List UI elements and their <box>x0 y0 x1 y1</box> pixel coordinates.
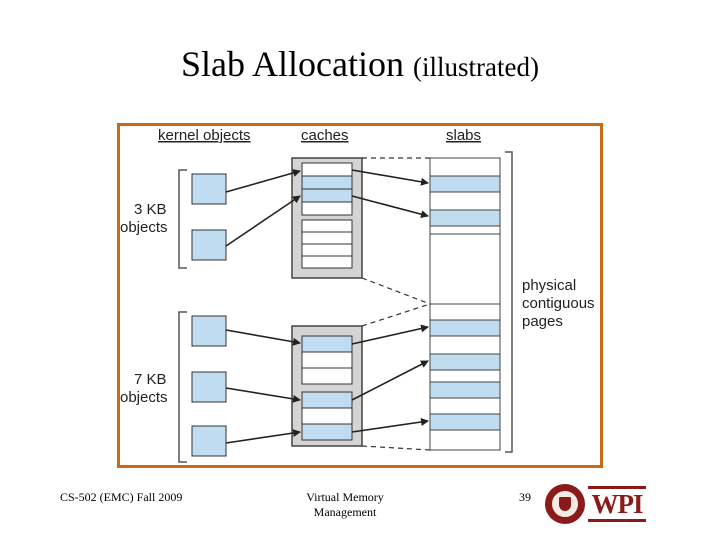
cache-slot <box>301 351 353 369</box>
arrow <box>225 387 301 403</box>
slab-page <box>429 319 501 337</box>
arrow <box>351 169 429 186</box>
label-3kb: 3 KB <box>134 201 167 218</box>
cache-3kb <box>291 157 363 279</box>
slab-page <box>429 175 501 193</box>
kernel-object-7kb <box>191 371 227 403</box>
slab-page <box>429 335 501 355</box>
dashed-mapping-lines <box>361 157 431 451</box>
label-7kb-objects: objects <box>120 389 168 406</box>
arrow <box>225 429 301 444</box>
cache-slot <box>301 335 353 353</box>
cache-slot <box>301 231 353 245</box>
bracket-3kb <box>178 169 187 269</box>
slab-page <box>429 225 501 235</box>
slab-diagram-svg: kernel objects caches slabs 3 KB objects… <box>120 127 595 463</box>
arrow <box>225 169 301 193</box>
arrow <box>351 360 429 401</box>
kernel-object-7kb <box>191 425 227 457</box>
label-physical: physical <box>522 277 576 294</box>
footer-topic: Virtual Memory Management <box>285 490 405 520</box>
slide-title-main: Slab Allocation <box>181 44 404 84</box>
dashed-line <box>361 277 431 305</box>
kernel-object-3kb <box>191 173 227 205</box>
arrow <box>351 418 429 433</box>
university-seal-icon <box>545 484 585 524</box>
label-7kb: 7 KB <box>134 371 167 388</box>
arrow <box>351 195 429 219</box>
cache-slot <box>301 255 353 269</box>
slab-page <box>429 209 501 227</box>
wpi-logo: WPI <box>588 486 646 522</box>
footer-topic-line1: Virtual Memory <box>306 490 384 504</box>
slabs-column <box>429 157 501 451</box>
slab-page <box>429 397 501 415</box>
cache-slot <box>301 201 353 216</box>
bracket-pages <box>505 151 513 453</box>
cache-slot <box>301 188 353 203</box>
dashed-line <box>361 445 431 451</box>
slab-page <box>429 429 501 451</box>
page-number: 39 <box>519 490 531 504</box>
dashed-line <box>361 303 431 327</box>
object-to-cache-arrows <box>225 169 301 444</box>
slide-title: Slab Allocation (illustrated) <box>0 42 720 89</box>
arrow <box>225 329 301 346</box>
slab-page <box>429 303 501 321</box>
slab-page <box>429 413 501 431</box>
cache-to-slab-arrows <box>351 169 429 433</box>
footer-course: CS-502 (EMC) Fall 2009 <box>60 490 183 504</box>
label-pages: pages <box>522 313 563 330</box>
slab-page <box>429 157 501 177</box>
cache-slot <box>301 407 353 425</box>
label-3kb-objects: objects <box>120 219 168 236</box>
header-slabs: slabs <box>446 127 481 144</box>
header-caches: caches <box>301 127 349 144</box>
cache-slot <box>301 219 353 233</box>
bracket-7kb <box>178 311 187 463</box>
arrow <box>225 195 301 247</box>
slab-page <box>429 381 501 399</box>
header-kernel-objects: kernel objects <box>158 127 251 144</box>
cache-7kb <box>291 325 363 447</box>
slab-diagram: kernel objects caches slabs 3 KB objects… <box>117 123 603 468</box>
cache-slot <box>301 162 353 177</box>
cache-slot <box>301 175 353 190</box>
slab-page <box>429 233 501 305</box>
kernel-object-7kb <box>191 315 227 347</box>
label-contiguous: contiguous <box>522 295 595 312</box>
slab-page <box>429 353 501 371</box>
cache-slot <box>301 391 353 409</box>
cache-slot <box>301 423 353 441</box>
slab-page <box>429 191 501 211</box>
slab-page <box>429 369 501 383</box>
slide-title-suffix: (illustrated) <box>413 52 539 82</box>
arrow <box>351 324 429 345</box>
seal-shield-icon <box>559 497 571 511</box>
cache-slot <box>301 243 353 257</box>
kernel-object-3kb <box>191 229 227 261</box>
footer-topic-line2: Management <box>313 505 377 519</box>
cache-slot <box>301 367 353 385</box>
